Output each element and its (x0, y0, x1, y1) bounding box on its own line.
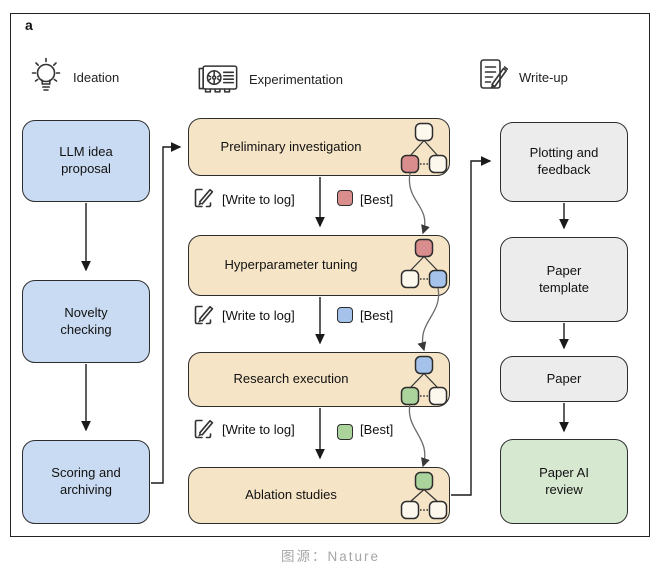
flow-node-ablation-studies: Ablation studies (188, 467, 450, 524)
write-to-log-icon (194, 419, 214, 439)
best-label: [Best] (360, 422, 394, 437)
flow-node-research-execution: Research execution (188, 352, 450, 407)
gpu-icon (198, 65, 238, 93)
lightbulb-icon (31, 57, 61, 91)
write-to-log-label: [Write to log] (222, 422, 295, 437)
flow-node-llm-idea-proposal: LLM idea proposal (22, 120, 150, 202)
flow-node-label: Ablation studies (245, 487, 337, 503)
column-header-experimentation: Experimentation (196, 59, 343, 99)
flow-node-label: Plotting and feedback (529, 145, 599, 177)
flow-node-label: Paper (546, 370, 582, 386)
flow-node-plotting-feedback: Plotting and feedback (500, 122, 628, 202)
best-node-swatch-green (337, 424, 353, 440)
flow-node-scoring-archiving: Scoring and archiving (22, 440, 150, 524)
flow-node-paper: Paper (500, 356, 628, 402)
flow-node-preliminary-investigation: Preliminary investigation (188, 118, 450, 176)
flow-node-label: Paper AI review (539, 464, 589, 497)
flow-node-paper-ai-review: Paper AI review (500, 439, 628, 524)
flow-node-label: Research execution (233, 371, 349, 387)
flow-node-label: LLM idea proposal (59, 144, 113, 176)
flow-node-label: Scoring and archiving (51, 465, 121, 497)
flow-node-paper-template: Paper template (500, 237, 628, 322)
flow-node-label: Novelty checking (60, 304, 112, 337)
panel-label: a (25, 17, 33, 33)
flow-node-novelty-checking: Novelty checking (22, 280, 150, 363)
column-label-writeup: Write-up (519, 69, 568, 85)
write-to-log-icon (194, 188, 214, 208)
write-to-log-icon (194, 305, 214, 325)
column-header-writeup: Write-up (476, 56, 568, 98)
column-header-ideation: Ideation (28, 54, 119, 100)
flow-node-label: Hyperparameter tuning (224, 257, 358, 273)
best-node-swatch-red (337, 190, 353, 206)
document-pencil-icon (480, 59, 509, 89)
flow-node-label: Paper template (539, 262, 589, 295)
best-label: [Best] (360, 308, 394, 323)
write-to-log-label: [Write to log] (222, 192, 295, 207)
write-to-log-label: [Write to log] (222, 308, 295, 323)
image-source-caption: 图源：Nature (280, 549, 381, 564)
column-label-experimentation: Experimentation (249, 71, 343, 87)
best-node-swatch-blue (337, 307, 353, 323)
flow-node-hyperparameter-tuning: Hyperparameter tuning (188, 235, 450, 296)
best-label: [Best] (360, 192, 394, 207)
column-label-ideation: Ideation (73, 69, 120, 85)
flow-node-label: Preliminary investigation (220, 138, 362, 154)
